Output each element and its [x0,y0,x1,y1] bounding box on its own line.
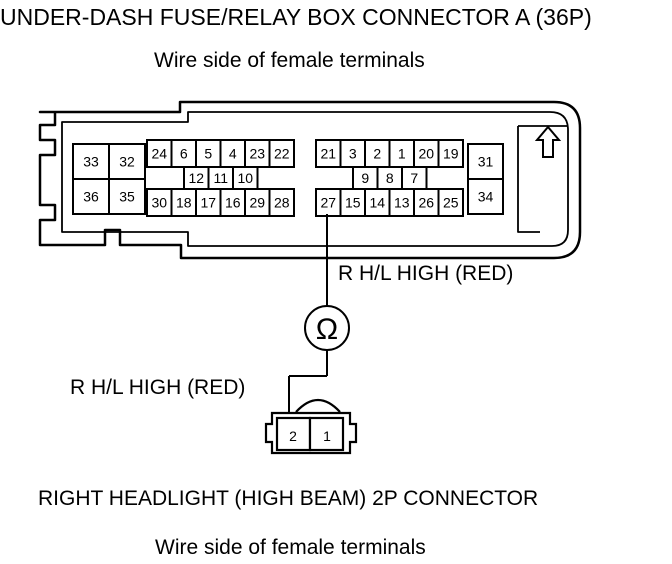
terminal-29 [244,188,271,217]
terminal-22 [268,139,295,168]
connector-2p-latch [295,398,341,413]
terminal-label-6: 6 [180,146,188,162]
wire-label-upper: R H/L HIGH (RED) [338,262,514,285]
connector-2p-caption: RIGHT HEADLIGHT (HIGH BEAM) 2P CONNECTOR [38,487,539,510]
terminal-label-7: 7 [410,170,418,186]
terminal-35 [108,178,146,215]
terminal-2 [275,416,312,452]
terminal-25 [437,188,464,217]
terminal-1-label: 1 [323,428,331,444]
terminal-label-12: 12 [188,170,204,186]
terminal-label-17: 17 [200,195,216,211]
terminal-label-14: 14 [369,195,385,211]
lock-slot [517,125,568,233]
terminal-label-31: 31 [478,154,494,170]
terminal-label-2: 2 [373,146,381,162]
ohm-symbol: Ω [316,313,338,346]
terminal-36 [72,178,110,215]
terminal-28 [268,188,295,217]
terminal-label-18: 18 [176,195,192,211]
terminal-label-22: 22 [274,146,290,162]
terminal-label-13: 13 [394,195,410,211]
diagram-title: UNDER-DASH FUSE/RELAY BOX CONNECTOR A (3… [0,4,592,30]
terminal-label-27: 27 [320,195,336,211]
terminal-label-23: 23 [249,146,265,162]
subtitle-bottom: Wire side of female terminals [155,536,426,559]
terminal-label-4: 4 [229,146,237,162]
terminal-label-34: 34 [478,189,494,205]
terminal-label-1: 1 [398,146,406,162]
terminal-label-25: 25 [443,195,459,211]
terminal-label-33: 33 [83,154,99,170]
terminal-label-28: 28 [274,195,290,211]
terminal-label-21: 21 [320,146,336,162]
terminal-21 [315,139,342,168]
terminal-label-9: 9 [361,170,369,186]
connector-a-housing [38,100,582,260]
terminal-24 [146,139,173,168]
terminal-32 [108,143,146,180]
terminal-label-3: 3 [349,146,357,162]
terminal-label-8: 8 [386,170,394,186]
terminal-label-26: 26 [418,195,434,211]
terminal-label-30: 30 [151,195,167,211]
terminal-label-20: 20 [418,146,434,162]
arrow-up-icon [534,125,562,158]
terminal-label-11: 11 [213,170,228,186]
terminal-label-10: 10 [237,170,253,186]
terminal-label-15: 15 [345,195,361,211]
terminal-2-label: 2 [289,428,297,444]
terminal-label-5: 5 [204,146,212,162]
terminal-31 [467,143,504,180]
terminal-27 [315,188,342,217]
terminal-label-29: 29 [249,195,265,211]
terminal-label-16: 16 [225,195,241,211]
subtitle-top: Wire side of female terminals [154,49,425,72]
terminal-label-19: 19 [443,146,459,162]
terminal-label-24: 24 [151,146,167,162]
terminal-1 [308,416,345,452]
terminal-label-35: 35 [119,189,135,205]
terminal-34 [467,178,504,215]
terminal-19 [437,139,464,168]
terminal-label-32: 32 [119,154,135,170]
wire-label-lower: R H/L HIGH (RED) [70,376,246,399]
terminal-label-36: 36 [83,189,99,205]
terminal-4 [219,139,246,168]
terminal-18 [170,188,197,217]
connector-a-inner [61,111,569,247]
